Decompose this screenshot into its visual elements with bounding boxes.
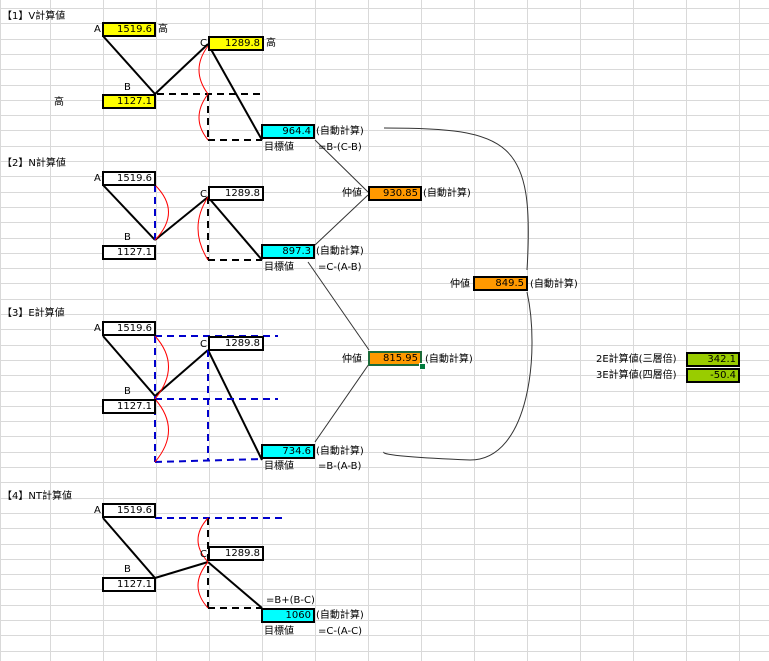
nt-point-b-label: B: [124, 564, 131, 575]
nt-formula: =C-(A-C): [318, 626, 362, 637]
e3-value-cell[interactable]: -50.4: [686, 368, 740, 383]
v-c-high-mark: 高: [266, 38, 276, 49]
ve-mid-value-cell[interactable]: 849.5: [473, 276, 528, 291]
vn-mid-value-cell[interactable]: 930.85: [368, 186, 422, 201]
n-target-label: 目標値: [264, 262, 294, 273]
e-formula: =B-(A-B): [318, 461, 362, 472]
n-formula: =C-(A-B): [318, 262, 362, 273]
ne-mid-auto-label: (自動計算): [425, 354, 473, 365]
nt-b-value-cell[interactable]: 1127.1: [102, 577, 156, 592]
nt-target-label: 目標値: [264, 626, 294, 637]
e-point-a-label: A: [94, 323, 101, 334]
e-point-b-label: B: [124, 386, 131, 397]
n-target-value-cell[interactable]: 897.3: [261, 244, 315, 259]
n-dashed: [154, 185, 262, 261]
section-title-e: 【3】E計算値: [2, 308, 65, 319]
nt-a-value-cell[interactable]: 1519.6: [102, 503, 156, 518]
e-arcs: [154, 335, 169, 463]
n-a-value-cell[interactable]: 1519.6: [102, 171, 156, 186]
e-b-value-cell[interactable]: 1127.1: [102, 399, 156, 414]
e-a-value-cell[interactable]: 1519.6: [102, 321, 156, 336]
v-formula: =B-(C-B): [318, 142, 362, 153]
v-target-label: 目標値: [264, 142, 294, 153]
e-c-value-cell[interactable]: 1289.8: [208, 336, 264, 351]
e-auto-calc-label: (自動計算): [316, 446, 364, 457]
nt-c-value-cell[interactable]: 1289.8: [208, 546, 264, 561]
e2-label: 2E計算値(三層倍): [596, 354, 677, 365]
section-title-nt: 【4】NT計算値: [2, 491, 72, 502]
n-point-b-label: B: [124, 232, 131, 243]
ne-mid-value-cell[interactable]: 815.95: [368, 351, 422, 366]
nt-point-c-label: C: [200, 549, 207, 560]
v-c-value-cell[interactable]: 1289.8: [208, 36, 264, 51]
e-target-value-cell[interactable]: 734.6: [261, 444, 315, 459]
e-target-label: 目標値: [264, 461, 294, 472]
v-arcs: [198, 45, 209, 141]
ve-mid-label: 仲値: [450, 279, 470, 290]
nt-target-value-cell[interactable]: 1060: [261, 608, 315, 623]
v-point-b-label: B: [124, 82, 131, 93]
n-auto-calc-label: (自動計算): [316, 246, 364, 257]
e2-value-cell[interactable]: 342.1: [686, 352, 740, 367]
nt-zigzag: [102, 517, 263, 609]
nt-dashed: [155, 517, 282, 609]
nt-arcs: [197, 517, 209, 609]
ne-mid-label: 仲値: [342, 354, 362, 365]
v-auto-calc-label: (自動計算): [316, 126, 364, 137]
n-c-value-cell[interactable]: 1289.8: [208, 186, 264, 201]
e-point-c-label: C: [200, 339, 207, 350]
vn-mid-label: 仲値: [342, 188, 362, 199]
midpoint-connectors: [307, 127, 533, 461]
v-point-a-label: A: [94, 24, 101, 35]
n-point-a-label: A: [94, 173, 101, 184]
v-b-high-mark: 高: [54, 97, 64, 108]
e-zigzag: [102, 335, 263, 461]
e3-label: 3E計算値(四層倍): [596, 370, 677, 381]
v-point-c-label: C: [200, 38, 207, 49]
nt-point-a-label: A: [94, 505, 101, 516]
nt-pre-formula: =B+(B-C): [266, 595, 315, 606]
n-b-value-cell[interactable]: 1127.1: [102, 245, 156, 260]
n-arcs: [154, 184, 209, 261]
v-zigzag: [102, 35, 263, 141]
selection-fill-handle[interactable]: [419, 363, 426, 370]
e-dashed: [154, 335, 278, 463]
vn-mid-auto-label: (自動計算): [423, 188, 471, 199]
section-title-v: 【1】V計算値: [2, 11, 66, 22]
n-zigzag: [102, 184, 263, 261]
v-b-value-cell[interactable]: 1127.1: [102, 94, 156, 109]
n-point-c-label: C: [200, 189, 207, 200]
v-a-value-cell[interactable]: 1519.6: [102, 22, 156, 37]
v-a-high-mark: 高: [158, 24, 168, 35]
v-target-value-cell[interactable]: 964.4: [261, 124, 315, 139]
section-title-n: 【2】N計算値: [2, 158, 66, 169]
v-dashed: [157, 93, 262, 141]
ve-mid-auto-label: (自動計算): [530, 279, 578, 290]
nt-auto-calc-label: (自動計算): [316, 610, 364, 621]
